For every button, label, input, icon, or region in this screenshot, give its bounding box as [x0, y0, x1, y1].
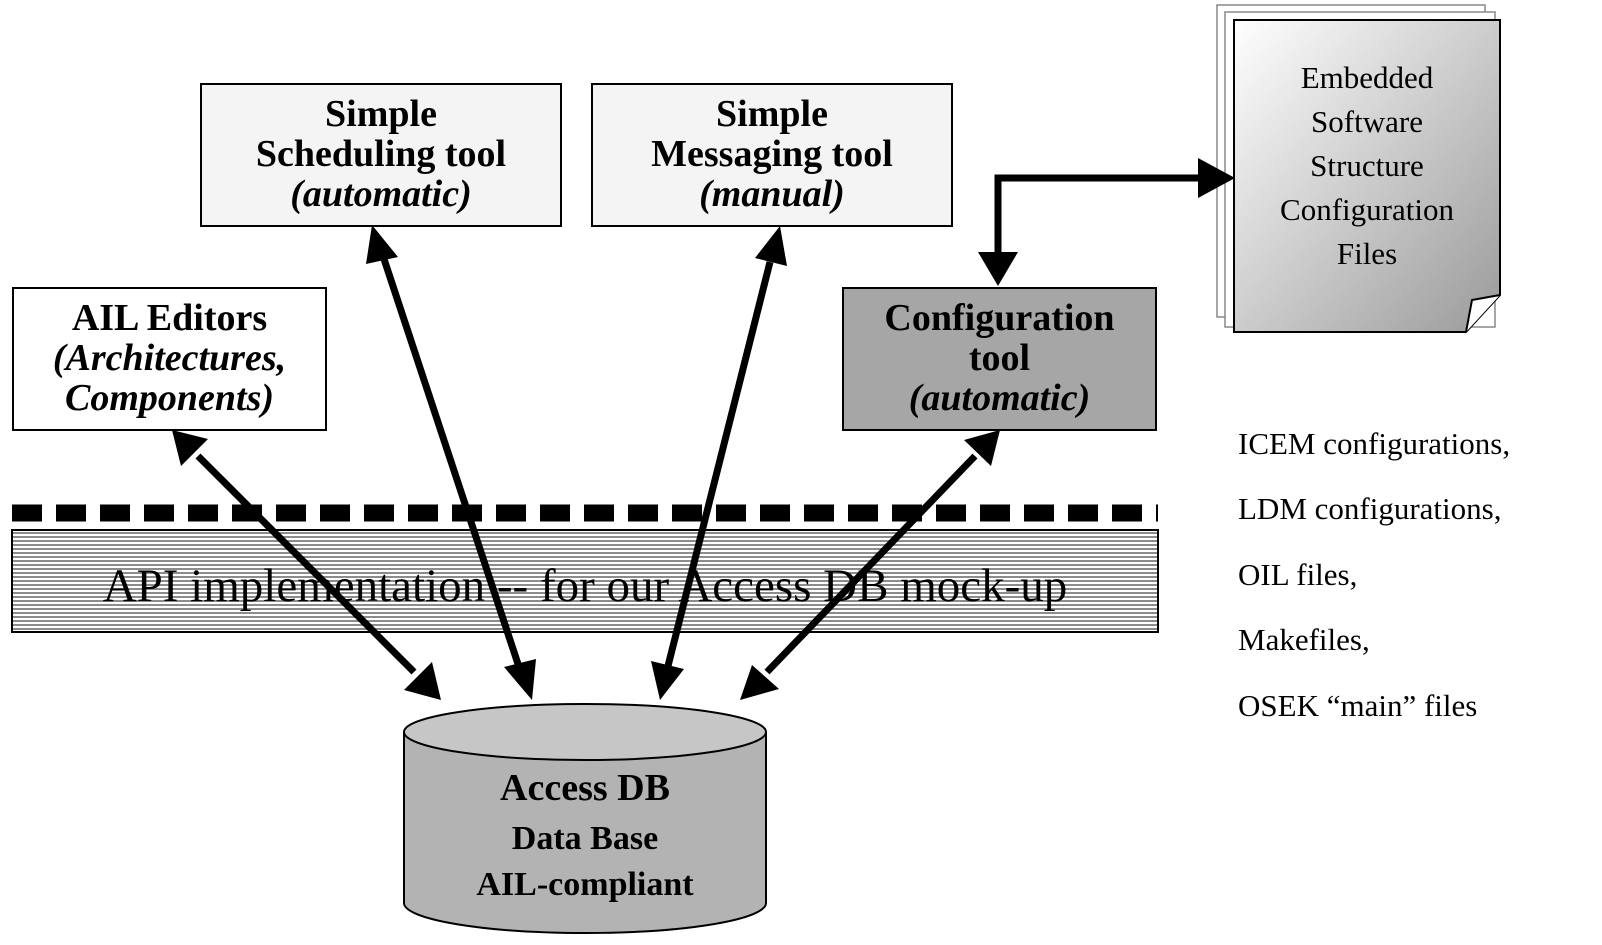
document-line: Software	[1311, 104, 1423, 139]
messaging-line1: Simple	[716, 93, 828, 136]
document-line: Structure	[1310, 148, 1424, 183]
arrow-messaging	[651, 226, 787, 700]
configuration-line2: tool	[968, 337, 1031, 380]
configuration-line1: Configuration	[884, 297, 1115, 340]
document-icon	[1216, 4, 1501, 333]
document-line: Files	[1336, 236, 1398, 271]
arrow-configuration	[740, 430, 1000, 700]
database-line3: AIL-compliant	[476, 866, 694, 903]
ail-editors-line2: (Architectures,	[52, 337, 287, 380]
output-item: OIL files,	[1238, 557, 1358, 592]
ail-editors-title: AIL Editors	[71, 297, 268, 340]
configuration-line3: (automatic)	[908, 376, 1091, 419]
document-line: Embedded	[1300, 60, 1434, 95]
output-item: OSEK “main” files	[1238, 688, 1478, 723]
messaging-tool-box: Simple Messaging tool (manual)	[591, 83, 953, 227]
scheduling-line2: Scheduling tool	[255, 133, 507, 176]
database-title: Access DB	[500, 767, 670, 809]
output-item: Makefiles,	[1238, 622, 1370, 657]
scheduling-line1: Simple	[325, 93, 437, 136]
configuration-tool-box: Configuration tool (automatic)	[842, 287, 1157, 431]
document-label: Embedded Software Structure Configuratio…	[1242, 56, 1492, 276]
arrow-scheduling	[366, 225, 536, 700]
database-line2: Data Base	[511, 820, 659, 857]
arrow-config-to-files	[978, 158, 1235, 286]
document-line: Configuration	[1280, 192, 1454, 227]
arrow-ail-editors	[172, 430, 441, 700]
database-cylinder	[403, 703, 767, 934]
messaging-line3: (manual)	[699, 172, 845, 215]
api-band-label: API implementation -- for our Access DB …	[102, 560, 1068, 612]
output-item: ICEM configurations,	[1238, 426, 1511, 461]
messaging-line2: Messaging tool	[651, 133, 893, 176]
scheduling-line3: (automatic)	[290, 172, 472, 215]
scheduling-tool-box: Simple Scheduling tool (automatic)	[200, 83, 562, 227]
api-band	[11, 529, 1159, 633]
ail-editors-box: AIL Editors (Architectures, Components)	[12, 287, 327, 431]
ail-editors-line3: Components)	[64, 376, 275, 419]
output-item: LDM configurations,	[1238, 491, 1502, 526]
